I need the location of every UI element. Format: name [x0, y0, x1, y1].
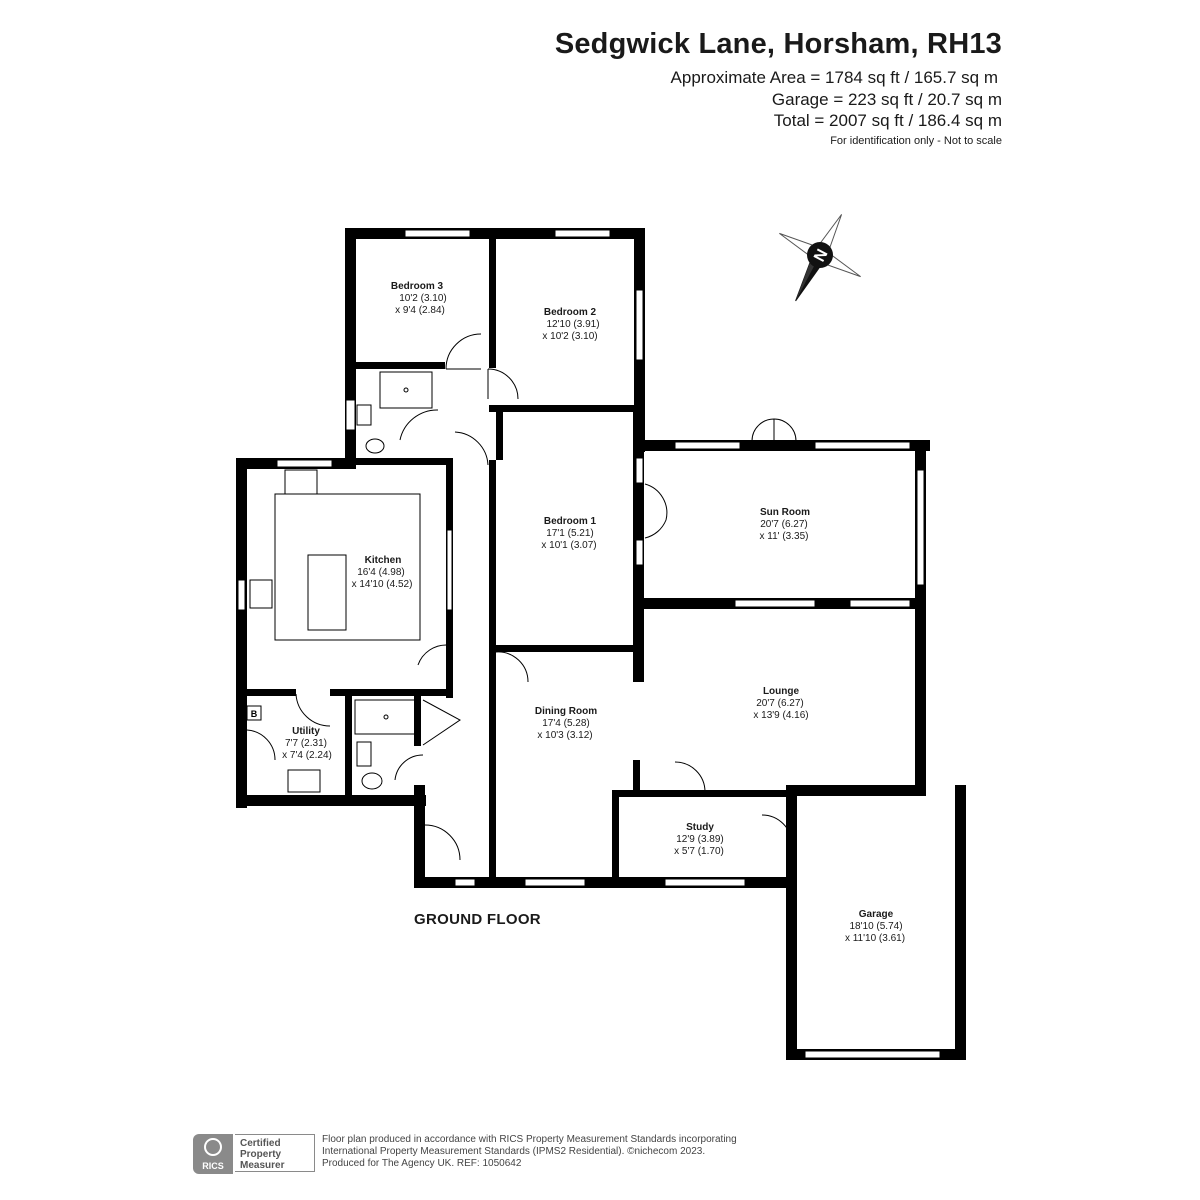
svg-text:17'1 (5.21): 17'1 (5.21) [546, 528, 594, 539]
svg-text:x 10'1 (3.07): x 10'1 (3.07) [541, 540, 596, 551]
sink-icon [284, 469, 318, 495]
basin-icon [356, 404, 372, 426]
shower-tray-icon [379, 371, 433, 409]
svg-text:12'9 (3.89): 12'9 (3.89) [676, 834, 724, 845]
svg-text:17'4 (5.28): 17'4 (5.28) [542, 718, 590, 729]
room-bedroom-3: Bedroom 3 10'2 (3.10) x 9'4 (2.84) [391, 281, 447, 316]
svg-text:Utility: Utility [292, 726, 320, 737]
svg-text:x 11' (3.35): x 11' (3.35) [760, 531, 809, 542]
boiler-label: B [251, 709, 258, 719]
basin-icon [356, 741, 372, 767]
shower-tray-icon [354, 699, 418, 735]
rics-badge-text: Certified Property Measurer [235, 1134, 315, 1172]
svg-text:10'2 (3.10): 10'2 (3.10) [399, 293, 447, 304]
svg-text:x 13'9 (4.16): x 13'9 (4.16) [753, 710, 808, 721]
svg-text:x 5'7 (1.70): x 5'7 (1.70) [674, 846, 724, 857]
svg-text:x 7'4 (2.24): x 7'4 (2.24) [282, 750, 332, 761]
svg-text:Dining Room: Dining Room [535, 706, 597, 717]
svg-text:x 14'10 (4.52): x 14'10 (4.52) [352, 579, 413, 590]
footer-note: Floor plan produced in accordance with R… [322, 1134, 737, 1170]
svg-text:18'10 (5.74): 18'10 (5.74) [849, 921, 902, 932]
room-garage: Garage 18'10 (5.74) x 11'10 (3.61) [845, 909, 905, 944]
rics-badge: RICS Certified Property Measurer [193, 1134, 317, 1174]
utility-sink-icon [287, 769, 321, 793]
total-area: Total = 2007 sq ft / 186.4 sq m [773, 111, 1002, 130]
doors [246, 333, 797, 861]
kitchen-island [307, 554, 347, 631]
svg-text:16'4 (4.98): 16'4 (4.98) [357, 567, 405, 578]
svg-text:x 11'10 (3.61): x 11'10 (3.61) [845, 933, 905, 944]
fixtures [246, 371, 433, 793]
compass-north-disc [807, 242, 833, 268]
floor-label: GROUND FLOOR [414, 911, 541, 928]
svg-text:Kitchen: Kitchen [365, 555, 402, 566]
plan-title: Sedgwick Lane, Horsham, RH13 [554, 28, 1002, 60]
approximate-area: Approximate Area = 1784 sq ft / 165.7 sq… [670, 68, 998, 87]
toilet-icon [361, 772, 383, 790]
room-sun-room: Sun Room 20'7 (6.27) x 11' (3.35) [760, 507, 811, 542]
svg-text:Study: Study [686, 822, 714, 833]
svg-text:Garage: Garage [859, 909, 894, 920]
scale-note: For identification only - Not to scale [830, 135, 1002, 147]
rics-logo-icon: RICS [193, 1134, 233, 1174]
room-dining-room: Dining Room 17'4 (5.28) x 10'3 (3.12) [535, 706, 597, 741]
svg-text:x 9'4 (2.84): x 9'4 (2.84) [395, 305, 445, 316]
room-bedroom-2: Bedroom 2 12'10 (3.91) x 10'2 (3.10) [542, 307, 599, 342]
kitchen-worktop [274, 493, 421, 641]
svg-text:20'7 (6.27): 20'7 (6.27) [756, 698, 804, 709]
svg-text:7'7 (2.31): 7'7 (2.31) [285, 738, 327, 749]
svg-text:20'7 (6.27): 20'7 (6.27) [760, 519, 808, 530]
footer-line-3: Produced for The Agency UK. REF: 1050642 [322, 1158, 522, 1169]
toilet-icon [365, 438, 385, 454]
svg-text:x 10'2 (3.10): x 10'2 (3.10) [542, 331, 597, 342]
hob-icon [249, 579, 273, 609]
footer-line-1: Floor plan produced in accordance with R… [322, 1134, 737, 1145]
garage-area: Garage = 223 sq ft / 20.7 sq m [771, 90, 1002, 109]
svg-text:Bedroom 1: Bedroom 1 [544, 516, 597, 527]
room-lounge: Lounge 20'7 (6.27) x 13'9 (4.16) [753, 686, 808, 721]
room-utility: Utility 7'7 (2.31) x 7'4 (2.24) [282, 726, 332, 761]
svg-text:x 10'3 (3.12): x 10'3 (3.12) [537, 730, 592, 741]
footer-line-2: International Property Measurement Stand… [322, 1146, 706, 1157]
windows [237, 229, 941, 1059]
svg-text:Lounge: Lounge [763, 686, 800, 697]
room-study: Study 12'9 (3.89) x 5'7 (1.70) [674, 822, 724, 857]
svg-text:Bedroom 2: Bedroom 2 [544, 307, 597, 318]
svg-text:Bedroom 3: Bedroom 3 [391, 281, 444, 292]
room-bedroom-1: Bedroom 1 17'1 (5.21) x 10'1 (3.07) [541, 516, 596, 551]
room-kitchen: Kitchen 16'4 (4.98) x 14'10 (4.52) [352, 555, 413, 590]
svg-text:Sun Room: Sun Room [760, 507, 810, 518]
svg-text:12'10 (3.91): 12'10 (3.91) [546, 319, 599, 330]
